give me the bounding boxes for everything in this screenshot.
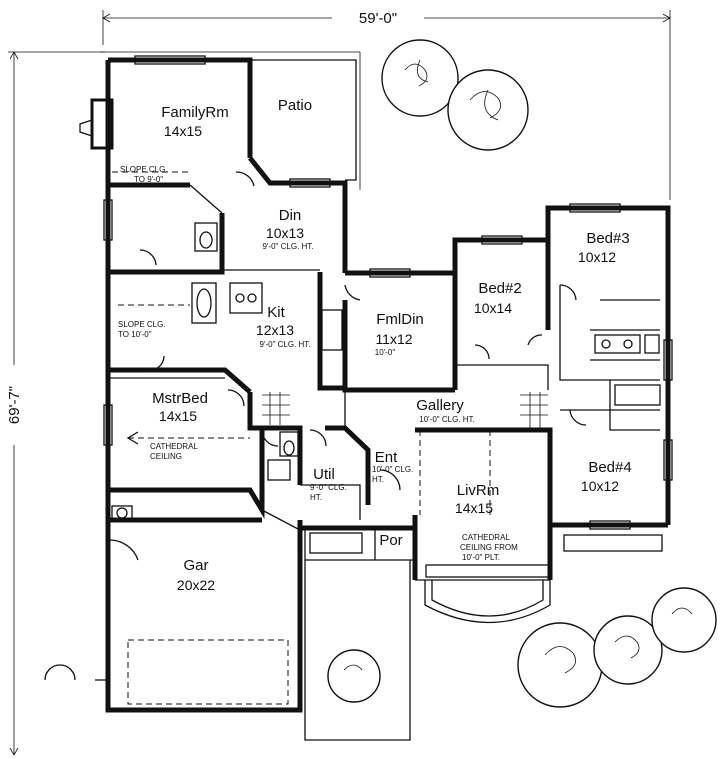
room-bed3: Bed#3 10x12: [578, 230, 630, 265]
depth-label-bg: [4, 365, 24, 445]
landscape-trees: [327, 39, 717, 708]
room-kit: Kit 12x13 9'-0" CLG. HT.: [256, 304, 311, 349]
por-name: Por: [379, 532, 402, 549]
room-livrm: LivRm 14x15 CATHEDRAL CEILING FROM 10'-0…: [455, 482, 518, 562]
slope-note-b1: SLOPE CLG.: [118, 320, 166, 329]
room-din: Din 10x13 9'-0" CLG. HT.: [262, 207, 313, 251]
gar-size: 20x22: [177, 577, 215, 593]
util-name: Util: [313, 466, 335, 483]
room-familyrm: FamilyRm 14x15: [161, 104, 229, 139]
walls: [44, 55, 673, 741]
fmldin-size: 11x12: [375, 331, 412, 347]
room-mstrbed: MstrBed 14x15 CATHEDRAL CEILING: [150, 390, 208, 461]
familyrm-name: FamilyRm: [161, 104, 229, 121]
room-bed4: Bed#4 10x12: [581, 459, 632, 494]
room-bed2: Bed#2 10x14: [474, 280, 522, 316]
room-gar: Gar 20x22: [177, 557, 215, 593]
room-util: Util 9'-0" CLG. HT.: [310, 466, 347, 502]
slope-note-a1: SLOPE CLG.: [120, 165, 168, 174]
room-fmldin: FmlDin 11x12 10'-0": [375, 311, 424, 357]
width-label-bg: [332, 6, 424, 28]
ent-note1: 10'-0" CLG.: [372, 465, 413, 474]
din-note: 9'-0" CLG. HT.: [262, 242, 313, 251]
din-name: Din: [279, 207, 302, 224]
patio-name: Patio: [278, 97, 312, 114]
fmldin-note: 10'-0": [375, 348, 396, 357]
bed4-size: 10x12: [581, 478, 619, 494]
depth-dimension: 69'-7": [6, 386, 23, 424]
mstrbed-name: MstrBed: [152, 390, 208, 407]
kit-size: 12x13: [256, 322, 294, 338]
ent-name: Ent: [375, 449, 398, 466]
bed2-size: 10x14: [474, 300, 512, 316]
livrm-note3: 10'-0" PLT.: [462, 553, 500, 562]
mstrbed-note1: CATHEDRAL: [150, 442, 198, 451]
bed2-name: Bed#2: [478, 280, 521, 297]
bed3-size: 10x12: [578, 249, 616, 265]
familyrm-size: 14x15: [164, 123, 202, 139]
bed4-name: Bed#4: [588, 459, 631, 476]
slope-note-b2: TO 10'-0": [118, 330, 152, 339]
util-note1: 9'-0" CLG.: [310, 483, 347, 492]
width-dimension: 59'-0": [359, 10, 397, 27]
gallery-name: Gallery: [416, 397, 464, 414]
kit-note: 9'-0" CLG. HT.: [259, 340, 310, 349]
mstrbed-size: 14x15: [159, 408, 197, 424]
fmldin-name: FmlDin: [376, 311, 424, 328]
slope-note-a2: TO 9'-0": [134, 175, 163, 184]
bed3-name: Bed#3: [586, 230, 629, 247]
util-note2: HT.: [310, 493, 322, 502]
livrm-note2: CEILING FROM: [460, 543, 518, 552]
kit-name: Kit: [267, 304, 285, 321]
livrm-size: 14x15: [455, 500, 493, 516]
room-ent: Ent 10'-0" CLG. HT.: [372, 449, 413, 484]
gallery-note: 10'-0" CLG. HT.: [419, 415, 475, 424]
gar-name: Gar: [183, 557, 208, 574]
mstrbed-note2: CEILING: [150, 452, 182, 461]
livrm-name: LivRm: [457, 482, 500, 499]
ent-note2: HT.: [372, 475, 384, 484]
livrm-note1: CATHEDRAL: [462, 533, 510, 542]
din-size: 10x13: [266, 225, 304, 241]
gallery: Gallery 10'-0" CLG. HT.: [416, 397, 475, 424]
